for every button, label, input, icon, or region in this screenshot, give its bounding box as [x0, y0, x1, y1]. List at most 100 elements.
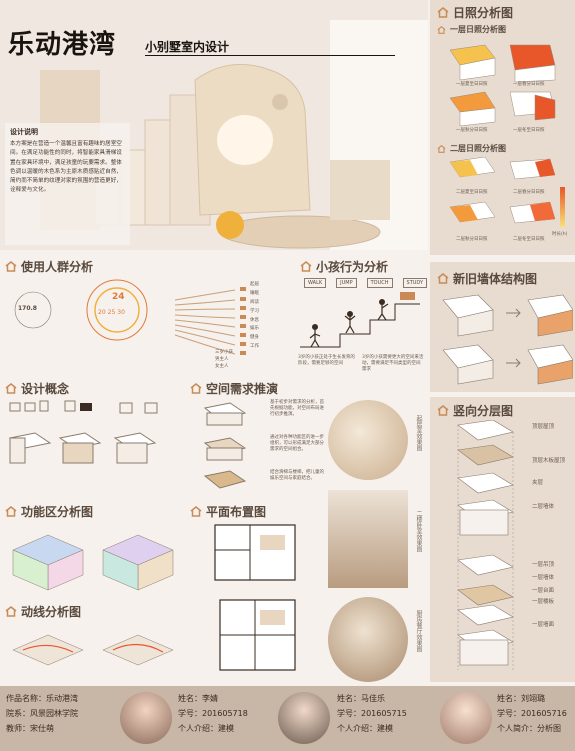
vlayer-label-8: 一层楼板	[532, 599, 555, 605]
sun-label-f2-1: 二层夏至日日照	[456, 190, 488, 195]
user-bottom-legend: 三岁小孩 男主人 女主人	[215, 350, 233, 370]
sun-scale-label: 时长(h)	[552, 232, 568, 237]
sun-label-f2-3: 二层秋分日日照	[456, 237, 488, 242]
action-tag: WALK	[304, 278, 327, 288]
child-caption-1: 3岁的小孩正处于生长发育的阶段，需要足够的空间	[298, 355, 355, 366]
legend-item: 男主人	[215, 357, 229, 362]
sun-floor1-diagrams	[449, 44, 556, 127]
user-age-range: 20 25 30	[98, 309, 125, 316]
function-diagrams	[12, 534, 174, 591]
vlayer-label-5: 一层吊顶	[532, 562, 555, 568]
vlayer-label-1: 顶层屋顶	[532, 424, 555, 430]
child-actions: WALK JUMP TOUCH STUDY	[304, 278, 428, 288]
sun-label-f1-4: 一层冬至日日照	[513, 128, 545, 133]
house-icon	[5, 383, 17, 394]
legend-item: 娱乐	[250, 326, 259, 332]
house-icon	[190, 506, 202, 517]
vertical-header: 竖向分层图	[437, 402, 513, 419]
work-name: 乐动港湾	[46, 694, 78, 703]
user-age-main: 24	[112, 292, 125, 302]
legend-item: 工作	[250, 344, 259, 350]
legend-item: 睡眠	[250, 290, 259, 296]
sun-label-f1-1: 一层夏至日日照	[456, 82, 488, 87]
concept-header: 设计概念	[5, 380, 69, 397]
render-kitchen	[328, 597, 408, 682]
floor2-sun-header: 二层日照分析图	[437, 143, 506, 154]
user-height: 170.8	[18, 305, 37, 312]
space-diagrams	[203, 402, 247, 489]
user-age-1: 20	[98, 309, 106, 316]
user-age-2: 25	[107, 309, 116, 316]
legend-item: 女主人	[215, 364, 229, 369]
function-header: 功能区分析图	[5, 503, 93, 520]
house-icon	[5, 261, 17, 272]
vlayer-label-9: 一层墙面	[532, 622, 555, 628]
user-age-3: 30	[117, 309, 125, 316]
users-diagram	[14, 279, 246, 355]
space-text-1: 基于初步对需求的分析，首先根据功能，对空间布局进行初步推演。	[270, 400, 324, 417]
house-icon	[300, 261, 312, 272]
render-label-1: 起居室效果图	[415, 415, 422, 451]
vlayer-label-3: 夹层	[532, 480, 544, 486]
vlayer-label-4: 二层墙体	[532, 504, 555, 510]
concept-diagrams	[8, 400, 158, 464]
sun-label-f2-2: 二层春分日日照	[513, 190, 545, 195]
legend-item: 健身	[250, 335, 259, 341]
legend-item: 阅读	[250, 299, 259, 305]
house-icon	[437, 144, 446, 153]
avatar	[440, 692, 492, 744]
house-icon	[437, 273, 449, 284]
sunlight-header: 日照分析图	[437, 4, 513, 21]
legend-item: 起居	[250, 282, 259, 287]
sun-floor2-diagrams	[449, 157, 565, 227]
space-text-3: 结合滑梯与楼梯，把儿童的娱乐空间与家庭结合。	[270, 470, 324, 481]
page-title: 乐动港湾	[8, 30, 117, 60]
vlayer-label-6: 一层墙体	[532, 575, 555, 581]
vlayer-label-2: 顶层木板屋顶	[532, 458, 566, 464]
right-panel-bottom	[430, 397, 575, 682]
house-icon	[437, 7, 449, 18]
flow-header: 动线分析图	[5, 603, 81, 620]
wall-header: 新旧墙体结构图	[437, 270, 537, 287]
plan-header: 平面布置图	[190, 503, 266, 520]
child-caption-2: 3岁的小孩需要更大的空间来活动，需要满足不同类型的空间需求	[362, 355, 424, 372]
render-bedroom	[328, 490, 408, 588]
house-icon	[437, 25, 446, 34]
users-header: 使用人群分析	[5, 258, 93, 275]
footer-work: 作品名称：乐动港湾 院系：风景园林学院 教师：宋仕萌	[6, 694, 78, 733]
sun-label-f1-2: 一层春分日日照	[513, 82, 545, 87]
intro-heading: 设计说明	[10, 128, 38, 136]
legend-item: 学习	[250, 308, 259, 314]
floor1-sun-header: 一层日照分析图	[437, 24, 506, 35]
sun-label-f2-4: 二层冬至日日照	[513, 237, 545, 242]
page-subtitle: 小别墅室内设计	[145, 40, 230, 54]
floor-plans	[214, 524, 296, 671]
vertical-layers-diagram	[457, 420, 514, 670]
child-steps-diagram	[300, 292, 420, 348]
title-underline	[145, 55, 395, 56]
person-2: 姓名：马佳乐 学号：201605715 个人介绍：建模	[337, 694, 407, 733]
intro-text: 本方案是在营造一个温馨且富有趣味的居室空间。在满足功能性的同时，将智能家具滑梯设…	[10, 141, 122, 194]
person-1: 姓名：李婧 学号：201605718 个人介绍：建模	[178, 694, 248, 733]
child-header: 小孩行为分析	[300, 258, 388, 275]
school-name: 风景园林学院	[30, 709, 78, 718]
legend-item: 休息	[250, 317, 259, 323]
house-icon	[190, 383, 202, 394]
vlayer-label-7: 一层台面	[532, 588, 555, 594]
house-icon	[5, 606, 17, 617]
space-text-2: 通过对各种功能区的进一步组织，可以形成满足大部分需求的空间组合。	[270, 435, 324, 452]
teacher-name: 宋仕萌	[30, 724, 54, 733]
sun-label-f1-3: 一层秋分日日照	[456, 128, 488, 133]
wall-diagrams	[442, 294, 573, 385]
user-legend: 起居 睡眠 阅读 学习 休息 娱乐 健身 工作	[250, 282, 259, 350]
person-3: 姓名：刘翊璐 学号：201605716 个人简介：分析图	[497, 694, 567, 733]
action-tag: TOUCH	[366, 278, 393, 288]
render-living	[328, 400, 408, 480]
house-icon	[5, 506, 17, 517]
avatar	[120, 692, 172, 744]
avatar	[278, 692, 330, 744]
action-tag: JUMP	[336, 278, 357, 288]
render-label-3: 厨房餐厅效果图	[415, 610, 422, 652]
intro-box: 设计说明 本方案是在营造一个温馨且富有趣味的居室空间。在满足功能性的同时，将智能…	[5, 123, 130, 245]
legend-item: 三岁小孩	[215, 350, 233, 355]
